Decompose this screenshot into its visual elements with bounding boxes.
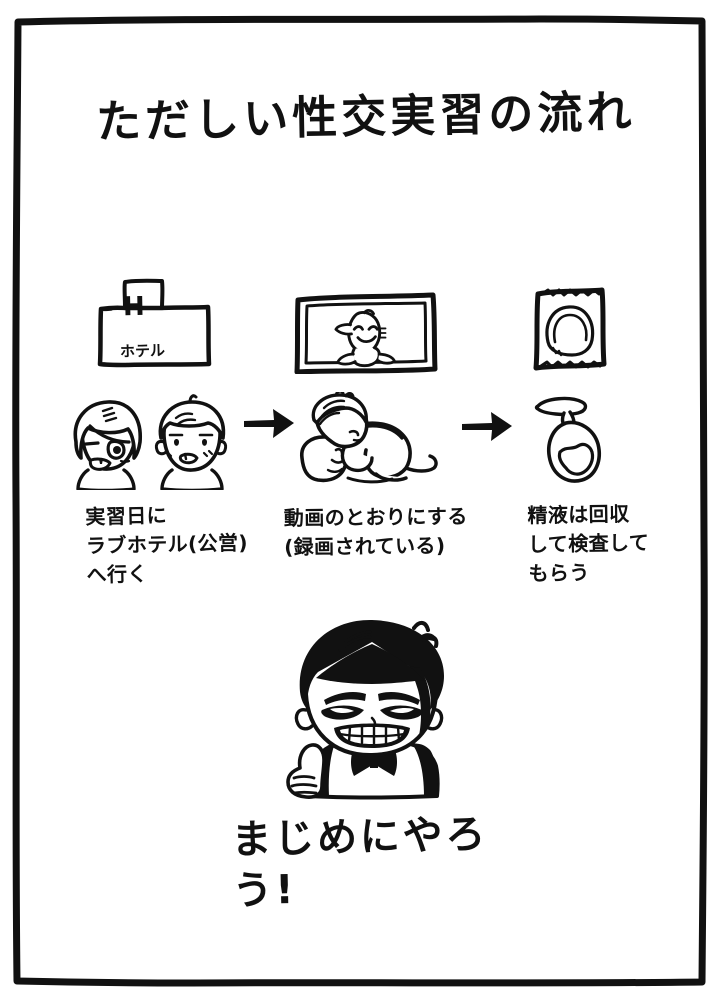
instruction-video-screen-icon xyxy=(292,292,440,374)
tied-sample-container-icon xyxy=(530,392,622,488)
condom-package-icon xyxy=(522,282,616,376)
step-1-caption: 実習日に ラブホテル(公営) へ行く xyxy=(85,503,249,587)
hotel-sign-letter: H xyxy=(122,291,146,323)
step-2-caption: 動画のとおりにする (録画されている) xyxy=(283,504,468,560)
serious-teacher-thumbs-up xyxy=(272,606,474,800)
arrow-step1-to-step2 xyxy=(242,407,298,441)
hotel-sign-word: ホテル xyxy=(119,341,166,361)
love-hotel-building-icon xyxy=(96,276,218,368)
two-student-faces-icon xyxy=(62,392,232,490)
couple-practicing-icon xyxy=(292,392,448,488)
arrow-step2-to-step3 xyxy=(460,410,516,444)
page-title: ただしい性交実習の流れ xyxy=(95,85,637,149)
step-3-caption: 精液は回収 して検査して もらう xyxy=(527,501,650,586)
footer-slogan: まじめにやろう! xyxy=(230,811,489,915)
